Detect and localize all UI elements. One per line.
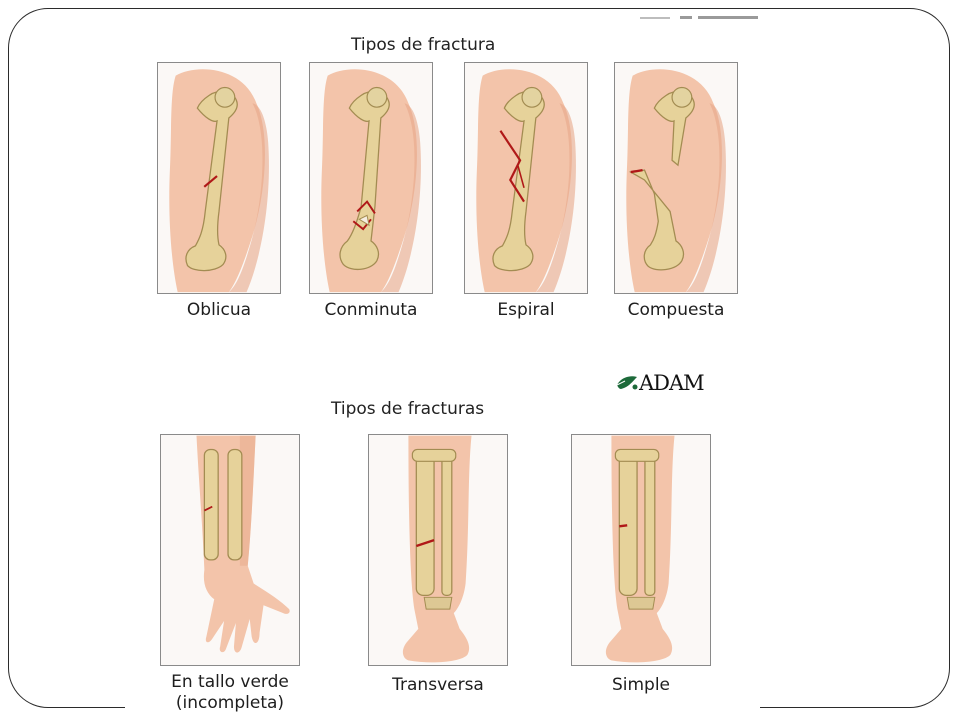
thigh-bone-spiral-illustration (476, 69, 576, 293)
panel-espiral (464, 62, 588, 294)
fracture-types-figure: Tipos de fractura Oblicua Conminuta (125, 20, 760, 720)
panel-conminuta (309, 62, 433, 294)
decorative-text-fragment (640, 16, 758, 19)
label-line-2: (incompleta) (175, 693, 285, 713)
panel-label-en-tallo-verde: En tallo verde (incompleta) (140, 672, 320, 714)
thigh-bone-compound-illustration (626, 69, 726, 293)
panel-label-transversa: Transversa (392, 675, 484, 695)
top-section-title: Tipos de fractura (351, 35, 496, 55)
panel-label-simple: Simple (611, 675, 671, 695)
thigh-bone-oblique-illustration (169, 69, 269, 293)
panel-label-oblicua: Oblicua (186, 300, 252, 320)
panel-transversa (368, 434, 508, 666)
leaf-icon (616, 376, 638, 390)
adam-logo-text: ADAM (639, 371, 705, 395)
panel-oblicua (157, 62, 281, 294)
adam-logo: ADAM (615, 370, 705, 396)
thigh-bone-comminuted-illustration (321, 69, 421, 293)
panel-en-tallo-verde (160, 434, 300, 666)
label-line-1: En tallo verde (171, 672, 289, 692)
bottom-section-title: Tipos de fracturas (331, 399, 485, 419)
leg-simple-illustration (605, 435, 675, 663)
panel-label-espiral: Espiral (497, 300, 555, 320)
forearm-greenstick-illustration (196, 435, 290, 653)
panel-simple (571, 434, 711, 666)
panel-compuesta (614, 62, 738, 294)
panel-label-conminuta: Conminuta (324, 300, 418, 320)
panel-label-compuesta: Compuesta (627, 300, 725, 320)
leg-transverse-illustration (402, 435, 472, 663)
